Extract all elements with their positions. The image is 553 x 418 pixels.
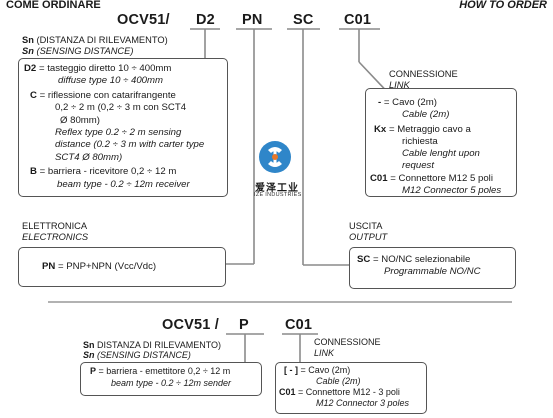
electronics-option-pn: PN = PNP+NPN (Vcc/Vdc)	[42, 261, 157, 272]
option-c-en3: SCT4 Ø 80mm)	[55, 152, 123, 163]
bottom-connection-option-cable: [ - ] = Cavo (2m)	[284, 365, 351, 375]
bottom-distance-box	[80, 362, 262, 396]
connection-title-it: CONNESSIONE	[389, 69, 458, 79]
output-title-en: OUTPUT	[349, 232, 388, 242]
option-d2: D2 = tasteggio diretto 10 ÷ 400mm	[24, 63, 172, 74]
option-b: B = barriera - ricevitore 0,2 ÷ 12 m	[30, 166, 177, 177]
bottom-connection-box	[275, 362, 427, 414]
sn-label-it: Sn (DISTANZA DI RILEVAMENTO)	[22, 35, 168, 45]
connection-box	[365, 88, 517, 197]
code-distance: D2	[196, 12, 215, 28]
output-title-it: USCITA	[349, 221, 383, 231]
logo-text: 爱泽工业	[255, 183, 299, 194]
bottom-code-connection: C01	[285, 317, 313, 333]
output-box	[349, 247, 516, 289]
electronics-box	[18, 247, 226, 287]
option-c: C = riflessione con catarifrangente	[30, 90, 176, 101]
bottom-connection-option-c01-en: M12 Connector 3 poles	[316, 398, 410, 408]
option-c-it3: Ø 80mm)	[60, 115, 100, 126]
sn-label-en: Sn (SENSING DISTANCE)	[22, 46, 134, 56]
bottom-connection-title-en: LINK	[314, 348, 335, 358]
code-electronics: PN	[242, 12, 263, 28]
logo-subtext: IZE INDUSTRIES	[254, 192, 302, 198]
code-output: SC	[293, 12, 314, 28]
option-d2-en: diffuse type 10 ÷ 400mm	[58, 75, 163, 86]
code-base: OCV51/	[117, 12, 170, 28]
connection-option-cable-en: Cable (2m)	[402, 109, 450, 120]
page-title-it: COME ORDINARE	[6, 0, 101, 11]
connection-option-kx-en2: request	[402, 160, 434, 171]
option-b-en: beam type - 0.2 ÷ 12m receiver	[57, 179, 190, 190]
code-connection: C01	[344, 12, 372, 28]
electronics-title-it: ELETTRONICA	[22, 221, 88, 231]
company-logo-icon	[258, 140, 292, 174]
bottom-code-distance: P	[239, 317, 249, 333]
bottom-connection-title-it: CONNESSIONE	[314, 337, 381, 347]
option-c-en2: distance (0.2 ÷ 3 m with carter type	[55, 139, 205, 150]
electronics-title-en: ELECTRONICS	[22, 232, 89, 242]
connection-option-cable: - = Cavo (2m)	[378, 97, 437, 108]
bottom-connection-option-c01: C01 = Connettore M12 - 3 poli	[279, 387, 400, 397]
connection-option-kx-en1: Cable lenght upon	[402, 148, 480, 159]
bottom-sn-label-en: Sn (SENSING DISTANCE)	[83, 350, 191, 360]
connection-option-c01-en: M12 Connector 5 poles	[402, 185, 502, 196]
output-option-sc-en: Programmable NO/NC	[384, 266, 481, 277]
output-option-sc: SC = NO/NC selezionabile	[357, 254, 471, 265]
distance-box	[18, 58, 228, 197]
connection-title-en: LINK	[389, 80, 410, 90]
option-c-en1: Reflex type 0.2 ÷ 2 m sensing	[55, 127, 182, 138]
bottom-option-p-en: beam type - 0.2 ÷ 12m sender	[111, 378, 232, 388]
bottom-code-base: OCV51 /	[162, 317, 220, 333]
option-c-it2: 0,2 ÷ 2 m (0,2 ÷ 3 m con SCT4	[55, 102, 187, 113]
connection-option-kx: Kx = Metraggio cavo a	[374, 124, 471, 135]
connection-option-kx-it2: richiesta	[402, 136, 438, 147]
bottom-connection-option-cable-en: Cable (2m)	[316, 376, 361, 386]
bottom-sn-label-it: Sn DISTANZA DI RILEVAMENTO)	[83, 340, 222, 350]
page-title-en: HOW TO ORDER	[459, 0, 547, 11]
connection-option-c01: C01 = Connettore M12 5 poli	[370, 173, 493, 184]
bottom-option-p: P = barriera - emettitore 0,2 ÷ 12 m	[90, 366, 231, 376]
